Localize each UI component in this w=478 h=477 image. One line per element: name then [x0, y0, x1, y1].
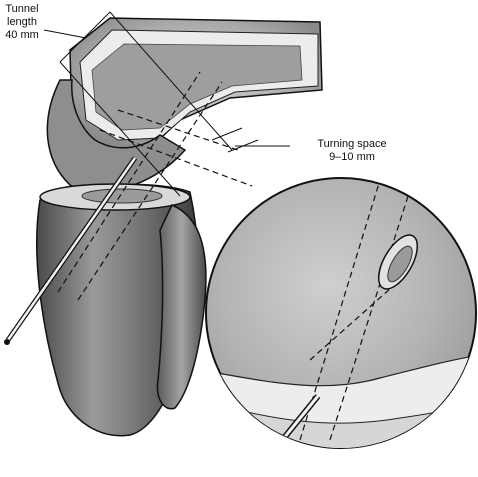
tunnel-length-line1: Tunnel: [5, 3, 39, 15]
turning-space-label: Turning space 9–10 mm: [302, 138, 402, 164]
tunnel-length-line3: 40 mm: [5, 29, 39, 41]
tunnel-length-line2: length: [7, 16, 37, 28]
turning-space-line2: 9–10 mm: [329, 151, 375, 163]
tibial-tunnel-opening: [81, 188, 163, 204]
tunnel-length-bracket: [43, 11, 233, 197]
fibula: [156, 204, 207, 410]
tunnel-dashed-lines: [57, 71, 253, 301]
tunnel-length-label: Tunnel length 40 mm: [0, 3, 44, 42]
turning-space-line1: Turning space: [317, 138, 387, 150]
turning-space-bracket: [211, 127, 290, 153]
cancellous-bone: [91, 43, 303, 131]
